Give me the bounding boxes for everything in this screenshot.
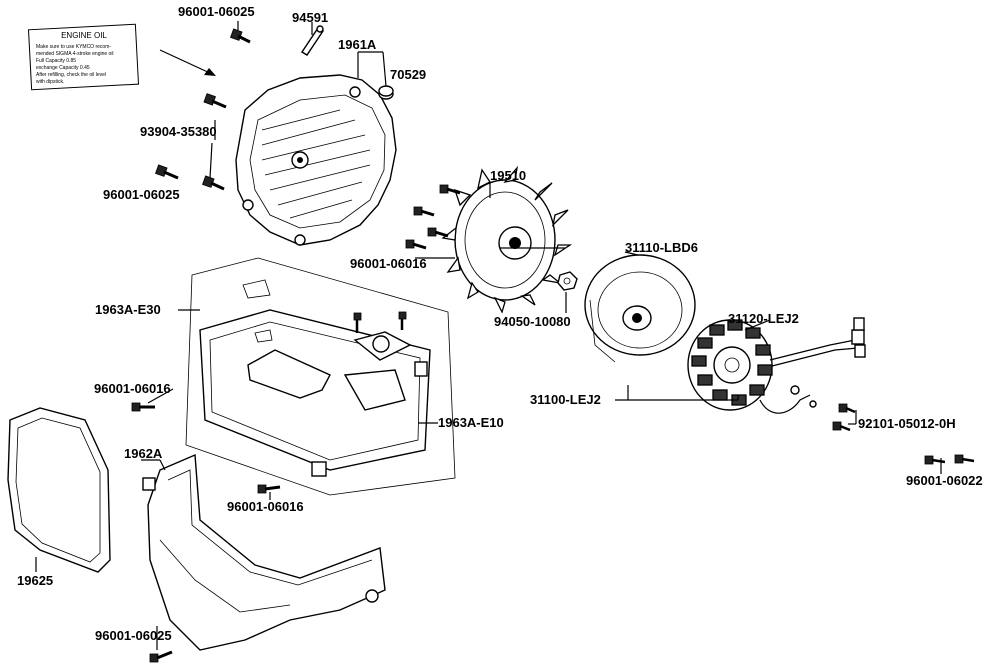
screw-icon [230, 28, 251, 44]
part-number-label: 1961A [338, 37, 377, 52]
stator-part [687, 317, 866, 414]
oil-label-line: exchange Capacity 0.45 [36, 65, 90, 71]
shroud-upper-part [185, 257, 456, 496]
screw-icon [155, 164, 179, 180]
screw-icon [398, 311, 407, 330]
label-arrow [159, 49, 216, 76]
rotor-part [584, 254, 696, 363]
cap-part [378, 85, 394, 100]
screw-icon [149, 650, 173, 663]
oil-label-line: Full Capacity 0.85 [36, 58, 76, 64]
oil-label-line: Make sure to use KYMCO recom- [36, 44, 111, 50]
part-number-label: 96001-06025 [178, 4, 255, 19]
screw-icon [954, 454, 975, 464]
part-number-label: 93904-35380 [140, 124, 217, 139]
part-number-label: 1963A-E10 [438, 415, 504, 430]
part-number-label: 92101-05012-0H [858, 416, 956, 431]
screw-icon [439, 184, 461, 195]
screw-icon [838, 403, 856, 414]
part-number-label: 31110-LBD6 [625, 240, 698, 255]
part-number-label: 96001-06022 [906, 473, 983, 488]
cooling-fan-part [441, 165, 573, 314]
part-number-label: 96001-06016 [94, 381, 171, 396]
part-number-label: 19510 [490, 168, 526, 183]
oil-label-line: with dipstick. [36, 79, 64, 85]
part-number-label: 31100-LEJ2 [530, 392, 601, 407]
oil-label-line: After refilling, check the oil level [36, 72, 106, 78]
screw-icon [203, 93, 227, 109]
part-number-label: 19625 [17, 573, 53, 588]
screw-icon [832, 421, 851, 432]
fan-cover-part [235, 74, 397, 246]
pin-part [301, 25, 324, 56]
part-number-label: 96001-06016 [227, 499, 304, 514]
shroud-lower-part [142, 453, 386, 651]
screw-icon [131, 402, 155, 412]
screw-icon [405, 239, 427, 250]
part-number-label: 96001-06016 [350, 256, 427, 271]
oil-label-title: ENGINE OIL [61, 31, 107, 40]
part-number-label: 96001-06025 [95, 628, 172, 643]
screw-icon [924, 455, 946, 465]
part-number-label: 94050-10080 [494, 314, 571, 329]
engine-oil-label: ENGINE OIL Make sure to use KYMCO recom-… [27, 23, 140, 91]
part-number-label: 94591 [292, 10, 328, 25]
leader-lines [35, 21, 942, 650]
part-number-label: 1963A-E30 [95, 302, 161, 317]
screw-icon [202, 175, 225, 191]
screw-icon [257, 484, 281, 494]
part-number-label: 96001-06025 [103, 187, 180, 202]
screw-icon [353, 312, 362, 333]
part-number-label: 70529 [390, 67, 426, 82]
part-number-label: 1962A [124, 446, 163, 461]
screw-icon [427, 227, 449, 238]
nut-icon [557, 271, 578, 291]
oil-label-line: mended SIGMA 4-stroke engine oil [36, 51, 114, 57]
gasket-part [7, 407, 111, 573]
screw-icon [413, 206, 435, 217]
part-number-label: 31120-LEJ2 [728, 311, 799, 326]
